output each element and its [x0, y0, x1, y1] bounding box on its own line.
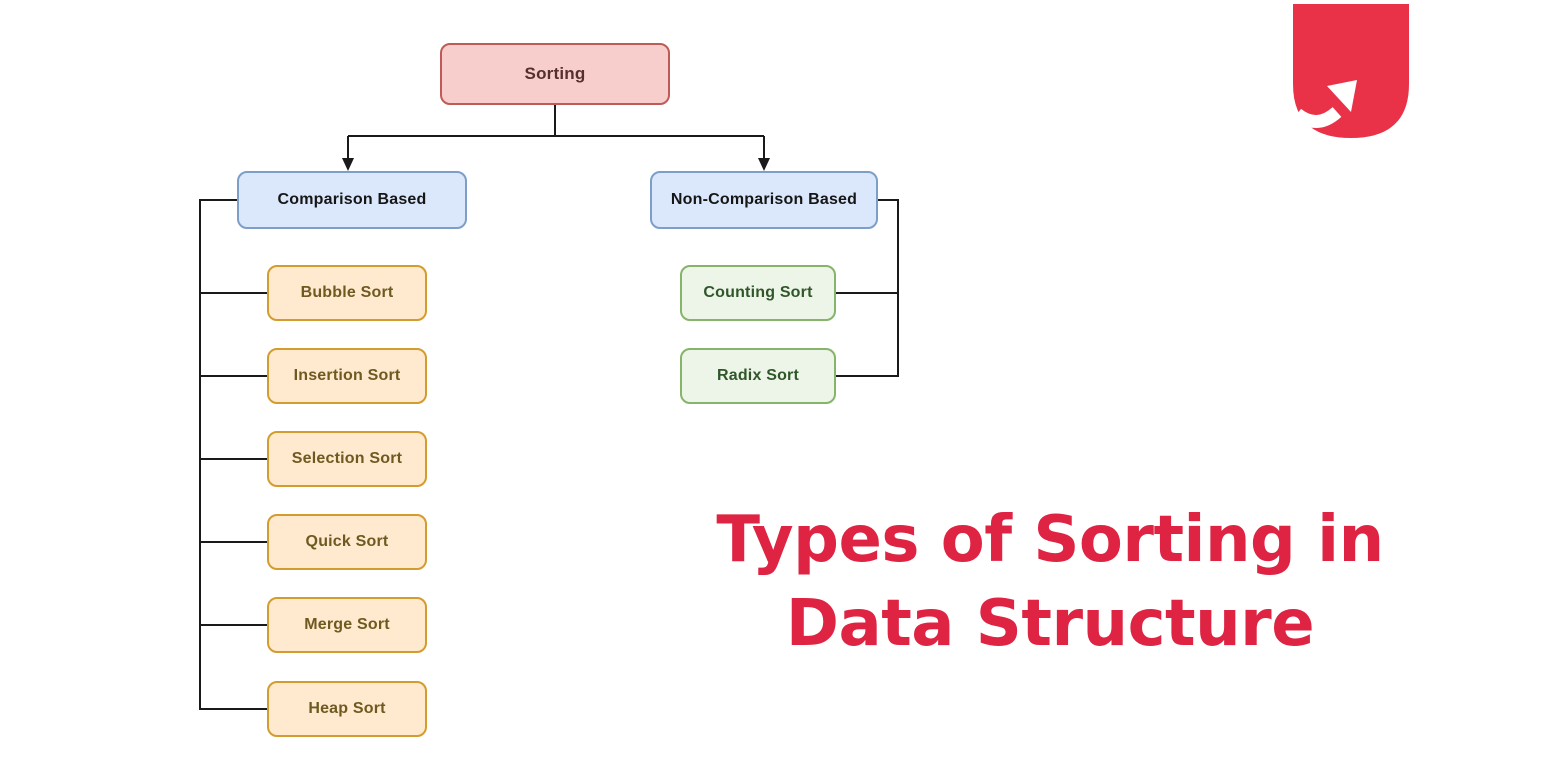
page-title-line2: Data Structure	[785, 587, 1315, 661]
node-sorting: Sorting	[440, 43, 670, 105]
node-radix-sort: Radix Sort	[680, 348, 836, 404]
node-bubble-sort: Bubble Sort	[267, 265, 427, 321]
node-selection-sort: Selection Sort	[267, 431, 427, 487]
page-title: Types of Sorting in Data Structure	[640, 498, 1460, 666]
node-heap-sort: Heap Sort	[267, 681, 427, 737]
page-title-line1: Types of Sorting in	[716, 503, 1384, 577]
arrow-up-right-icon	[1292, 80, 1357, 128]
upgrad-shield-logo	[1292, 4, 1409, 138]
node-comparison-based: Comparison Based	[237, 171, 467, 229]
node-merge-sort: Merge Sort	[267, 597, 427, 653]
arrow-down-icon	[342, 158, 770, 171]
node-counting-sort: Counting Sort	[680, 265, 836, 321]
node-quick-sort: Quick Sort	[267, 514, 427, 570]
node-insertion-sort: Insertion Sort	[267, 348, 427, 404]
node-non-comparison-based: Non-Comparison Based	[650, 171, 878, 229]
